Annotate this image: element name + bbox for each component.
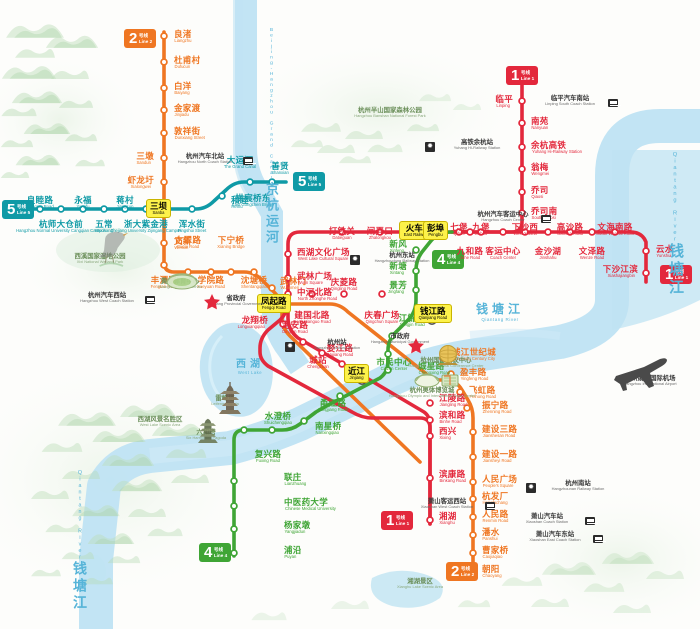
station-name-en: East Railway Station	[403, 231, 442, 237]
bus-station-icon	[593, 535, 603, 543]
line2-path	[162, 30, 422, 464]
badge-number: 5	[7, 201, 16, 218]
badge-cn: 号线	[395, 514, 406, 520]
bus-station-icon	[585, 517, 595, 525]
station-name-cn: 彭埠	[427, 222, 445, 233]
station-dots	[36, 32, 650, 575]
bus-station-icon	[541, 215, 551, 223]
station-name-en: Jinjiang	[349, 374, 364, 380]
bus-station-icon	[145, 296, 155, 304]
badge-number: 2	[129, 30, 138, 47]
badge-en: Line 1	[395, 520, 410, 526]
line1-path-center-diag	[286, 298, 432, 526]
badge-en: Line 1	[674, 274, 689, 280]
station-name-cn: 凤起路	[261, 295, 287, 306]
line1-path-north	[450, 80, 524, 234]
railway-station-icon: ✹	[425, 142, 435, 152]
badge-cn: 号线	[138, 32, 149, 38]
badge-en: Line 1	[520, 75, 535, 81]
bus-station-icon	[485, 502, 495, 510]
station-name-cn: 钱江路	[420, 305, 446, 316]
badge-number: 1	[665, 266, 674, 283]
badge-cn: 号线	[16, 203, 27, 209]
badge-cn: 号线	[520, 69, 531, 75]
badge-number: 4	[204, 544, 213, 561]
line1-path-east	[450, 230, 648, 284]
badge-en: Line 2	[138, 38, 153, 44]
station-name-en: Pengbu	[428, 231, 443, 237]
station-name-cn: 三坝	[150, 200, 168, 211]
badge-en: Line 4	[213, 552, 228, 558]
badge-en: Line 4	[446, 259, 461, 265]
badge-cn: 号线	[446, 253, 457, 259]
badge-number: 5	[298, 173, 307, 190]
line4-path	[232, 230, 454, 558]
bus-station-icon	[243, 157, 253, 165]
badge-en: Line 5	[16, 209, 31, 215]
badge-cn: 号线	[307, 175, 318, 181]
station-name-cn: 火车东站	[403, 223, 442, 233]
badge-number: 1	[511, 67, 520, 84]
badge-number: 1	[386, 512, 395, 529]
badge-en: Line 5	[307, 181, 322, 187]
railway-station-icon: ✹	[285, 342, 295, 352]
badge-cn: 号线	[674, 268, 685, 274]
badge-cn: 号线	[460, 565, 471, 571]
station-name-cn: 近江	[348, 365, 366, 376]
badge-number: 4	[437, 251, 446, 268]
badge-cn: 号线	[213, 546, 224, 552]
railway-station-icon: ✹	[350, 255, 360, 265]
badge-number: 2	[451, 563, 460, 580]
badge-en: Line 2	[460, 571, 475, 577]
railway-station-icon: ✹	[526, 483, 536, 493]
station-name-en: Sanba	[152, 209, 165, 215]
station-name-en: Fengqi Road	[261, 304, 286, 310]
bus-station-icon	[608, 99, 618, 107]
station-name-en: Qianjiang Road	[418, 314, 448, 320]
